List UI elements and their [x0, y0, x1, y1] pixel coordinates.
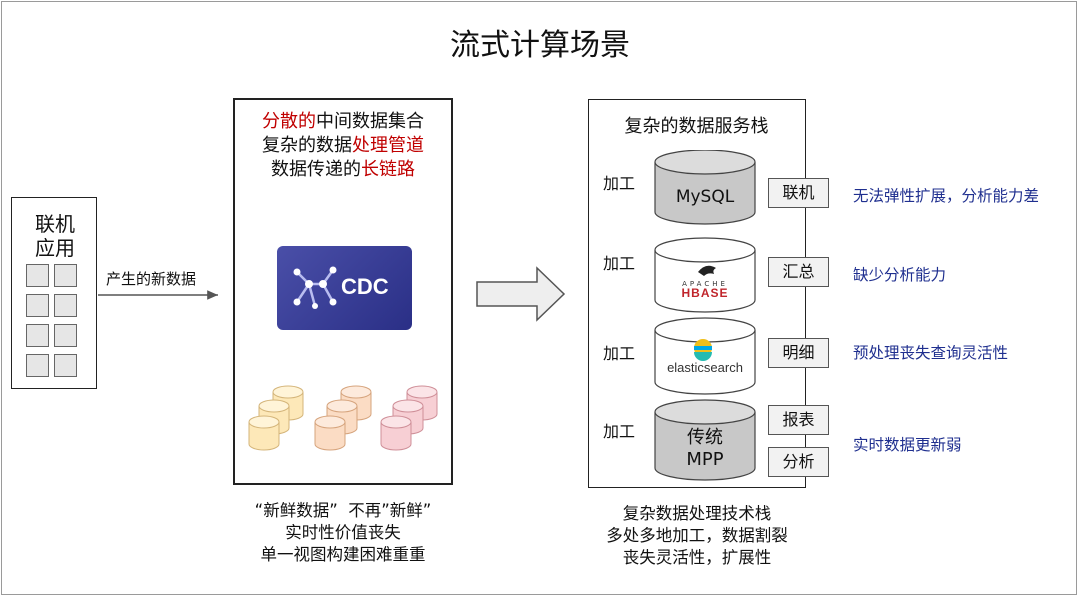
app-grid-cell [26, 264, 49, 287]
cdc-label: CDC [341, 274, 389, 299]
online-app-title: 联机 应用 [12, 212, 98, 260]
app-grid-cell [54, 324, 77, 347]
intermediate-caption: “新鲜数据” 不再”新鲜” 实时性价值丧失 单一视图构建困难重重 [233, 500, 453, 566]
caption-line: 单一视图构建困难重重 [260, 545, 426, 564]
heading-line-1: 分散的中间数据集合 [235, 110, 451, 134]
process-label: 加工 [603, 174, 636, 193]
tag-summary: 汇总 [768, 257, 829, 287]
database-stack [654, 150, 756, 481]
process-label: 加工 [603, 344, 636, 363]
intermediate-heading: 分散的中间数据集合 复杂的数据处理管道 数据传递的长链路 [235, 110, 451, 182]
heading-red-text: 分散的 [262, 111, 316, 132]
app-grid-cell [26, 324, 49, 347]
app-grid-cell [54, 354, 77, 377]
tag-report: 报表 [768, 405, 829, 435]
dataset-cylinders [248, 385, 438, 451]
caption-line: 多处多地加工，数据割裂 [606, 526, 788, 545]
diagram-title: 流式计算场景 [450, 28, 630, 63]
online-app-title-line2: 应用 [35, 236, 75, 260]
caption-line: 丧失灵活性，扩展性 [622, 548, 772, 567]
heading-text: 复杂的数据 [262, 135, 352, 156]
hbase-label: HBASE [681, 286, 729, 300]
elasticsearch-label: elasticsearch [667, 360, 743, 375]
issue-text: 缺少分析能力 [853, 266, 947, 284]
heading-text: 中间数据集合 [316, 111, 424, 132]
tag-online: 联机 [768, 178, 829, 208]
mpp-label: 传统 MPP [655, 427, 755, 471]
mysql-label: MySQL [675, 187, 735, 207]
dataset-cylinder [380, 415, 412, 451]
cdc-logo: CDC [277, 246, 412, 330]
caption-line: 复杂数据处理技术栈 [622, 504, 772, 523]
mpp-label-line1: 传统 [687, 427, 723, 448]
service-stack-caption: 复杂数据处理技术栈 多处多地加工，数据割裂 丧失灵活性，扩展性 [588, 503, 806, 569]
app-grid-cell [54, 294, 77, 317]
issue-text: 实时数据更新弱 [853, 436, 962, 454]
service-stack-heading: 复杂的数据服务栈 [624, 116, 769, 137]
intermediate-data-box: 分散的中间数据集合 复杂的数据处理管道 数据传递的长链路 CDC [233, 98, 453, 485]
heading-red-text: 长链路 [361, 159, 415, 180]
online-app-title-line1: 联机 [35, 212, 75, 236]
tag-detail: 明细 [768, 338, 829, 368]
tag-analysis: 分析 [768, 447, 829, 477]
app-grid-cell [26, 294, 49, 317]
heading-red-text: 处理管道 [352, 135, 424, 156]
online-app-box: 联机 应用 [11, 197, 97, 389]
issue-text: 预处理丧失查询灵活性 [853, 344, 1009, 362]
process-label: 加工 [603, 422, 636, 441]
mpp-label-line2: MPP [686, 449, 724, 470]
process-label: 加工 [603, 254, 636, 273]
heading-line-3: 数据传递的长链路 [235, 158, 451, 182]
caption-line: 实时性价值丧失 [285, 523, 401, 542]
app-grid-cell [54, 264, 77, 287]
cdc-network-icon [293, 266, 337, 309]
issue-text: 无法弹性扩展，分析能力差 [853, 187, 1040, 205]
new-data-label: 产生的新数据 [106, 270, 197, 288]
hbase-apache-label: APACHE [682, 280, 728, 288]
flow-arrow [476, 266, 566, 322]
dataset-cylinder [248, 415, 280, 451]
heading-text: 数据传递的 [271, 159, 361, 180]
caption-line: “新鲜数据” 不再”新鲜” [254, 501, 432, 520]
dataset-cylinder [314, 415, 346, 451]
app-grid-cell [26, 354, 49, 377]
heading-line-2: 复杂的数据处理管道 [235, 134, 451, 158]
